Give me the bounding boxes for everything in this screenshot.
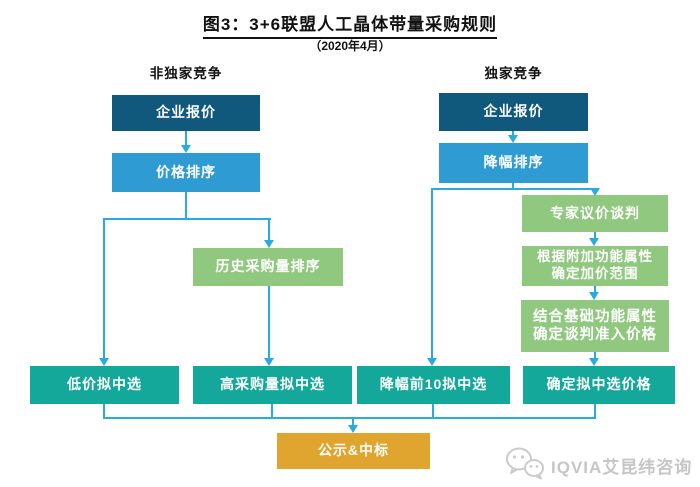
node-addon-attributes-line1: 根据附加功能属性 bbox=[537, 249, 653, 265]
node-basic-attributes-line1: 结合基础功能属性 bbox=[533, 308, 657, 325]
arrow-down-icon bbox=[264, 240, 274, 248]
node-basic-attributes: 结合基础功能属性 确定谈判准入价格 bbox=[521, 300, 669, 352]
column-header-non-exclusive: 非独家竞争 bbox=[149, 66, 223, 81]
connector-line bbox=[103, 218, 105, 359]
connector-line bbox=[512, 131, 514, 136]
page-subtitle: （2020年4月） bbox=[309, 39, 391, 53]
wechat-icon bbox=[505, 446, 545, 485]
column-header-exclusive: 独家竞争 bbox=[484, 66, 543, 81]
connector-line bbox=[185, 192, 187, 220]
node-price-sort: 价格排序 bbox=[112, 153, 260, 192]
node-history-volume-sort: 历史采购量排序 bbox=[193, 248, 343, 286]
arrow-down-icon bbox=[590, 188, 600, 196]
node-confirm-selected-price: 确定拟中选价格 bbox=[523, 366, 675, 404]
arrow-down-icon bbox=[264, 358, 274, 366]
arrow-down-icon bbox=[99, 358, 109, 366]
arrow-down-icon bbox=[589, 292, 599, 300]
connector-line bbox=[268, 218, 270, 241]
connector-line bbox=[185, 131, 187, 146]
connector-line bbox=[103, 218, 271, 220]
connector-line bbox=[271, 404, 273, 419]
node-publicity-award: 公示&中标 bbox=[277, 433, 430, 469]
arrow-down-icon bbox=[508, 135, 518, 143]
node-low-price-selected: 低价拟中选 bbox=[30, 366, 179, 404]
arrow-down-icon bbox=[427, 358, 437, 366]
node-left-enterprise-quote: 企业报价 bbox=[112, 95, 260, 131]
arrow-down-icon bbox=[589, 358, 599, 366]
arrow-down-icon bbox=[589, 238, 599, 246]
connector-line bbox=[594, 404, 596, 419]
page-title: 图3：3+6联盟人工晶体带量采购规则 bbox=[0, 10, 700, 39]
node-high-volume-selected: 高采购量拟中选 bbox=[193, 366, 352, 404]
node-right-enterprise-quote: 企业报价 bbox=[439, 93, 588, 131]
connector-line bbox=[103, 404, 105, 419]
connector-line bbox=[268, 286, 270, 359]
connector-line bbox=[352, 417, 354, 426]
node-price-cut-sort: 降幅排序 bbox=[439, 143, 588, 183]
node-top10-cut-selected: 降幅前10拟中选 bbox=[357, 366, 510, 404]
connector-line bbox=[594, 232, 596, 239]
connector-line bbox=[431, 188, 597, 190]
node-addon-attributes-line2: 确定加价范围 bbox=[551, 266, 639, 281]
arrow-down-icon bbox=[348, 425, 358, 433]
node-addon-attributes: 根据附加功能属性 确定加价范围 bbox=[522, 246, 668, 286]
node-basic-attributes-line2: 确定谈判准入价格 bbox=[533, 327, 657, 343]
page-title-text: 图3：3+6联盟人工晶体带量采购规则 bbox=[202, 10, 498, 39]
wechat-account-label: IQVIA艾昆纬咨询 bbox=[551, 458, 693, 477]
connector-line bbox=[594, 352, 596, 359]
footer-watermark: IQVIA艾昆纬咨询 bbox=[505, 446, 692, 485]
connector-line bbox=[432, 404, 434, 419]
node-expert-negotiation: 专家议价谈判 bbox=[522, 195, 668, 232]
connector-line bbox=[594, 286, 596, 293]
arrow-down-icon bbox=[181, 145, 191, 153]
connector-line bbox=[103, 417, 596, 419]
connector-line bbox=[512, 183, 514, 190]
connector-line bbox=[431, 188, 433, 359]
